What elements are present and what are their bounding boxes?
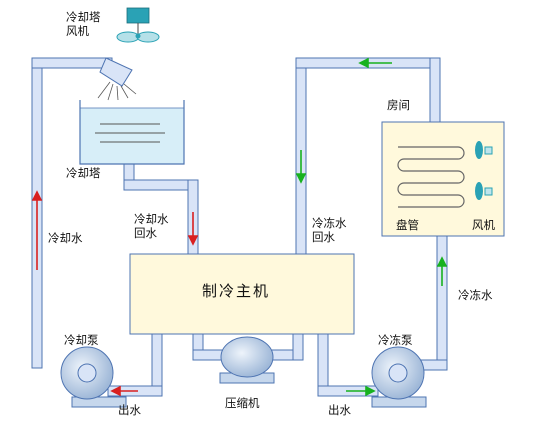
chilled-pump-icon — [371, 346, 427, 408]
chiller-unit — [129, 253, 355, 335]
outlet-left-label: 出水 — [118, 403, 141, 417]
chilled-pump-label: 冷冻泵 — [378, 333, 413, 347]
spray-nozzle-icon — [97, 57, 137, 101]
outlet-right-label: 出水 — [328, 403, 351, 417]
cooling-pump-label: 冷却泵 — [64, 333, 99, 347]
room-fan-label: 风机 — [472, 218, 495, 232]
arrow-red-left-bottom — [110, 385, 138, 397]
flow-arrows — [31, 57, 448, 397]
arrow-red-up-left — [31, 190, 43, 270]
cooling-water-label: 冷却水 — [48, 231, 83, 245]
chiller-label: 制冷主机 — [202, 282, 271, 300]
chilled-water-label: 冷冻水 — [458, 288, 493, 302]
cooling-return-label: 冷却水 回水 — [134, 212, 169, 241]
chilled-return-label: 冷冻水 回水 — [312, 216, 347, 245]
compressor-icon — [219, 336, 275, 384]
cooling-tower — [79, 100, 185, 165]
room-fan-icon — [475, 141, 493, 200]
cooling-pump-icon — [60, 346, 127, 408]
tower-fan-label-line2: 风机 — [66, 24, 89, 39]
chilled-return-label-line1: 冷冻水 — [312, 216, 347, 230]
chilled-return-label-line2: 回水 — [312, 230, 335, 245]
tower-fan-label-line1: 冷却塔 — [66, 10, 101, 24]
room-box — [381, 121, 505, 237]
room-label: 房间 — [387, 98, 410, 112]
arrow-green-right-bottom — [346, 385, 376, 397]
arrow-green-left-top — [358, 57, 392, 69]
tower-fan-label: 冷却塔 风机 — [66, 10, 101, 39]
coil-icon — [397, 146, 465, 208]
arrow-red-down-return — [187, 212, 199, 246]
arrow-green-up-right — [436, 256, 448, 286]
arrow-green-down-riser — [295, 150, 307, 184]
tower-fan-icon — [116, 7, 160, 43]
compressor-label: 压缩机 — [225, 396, 260, 410]
cooling-return-label-line1: 冷却水 — [134, 212, 169, 226]
coil-label: 盘管 — [396, 218, 419, 232]
cooling-return-label-line2: 回水 — [134, 226, 157, 241]
cooling-tower-label: 冷却塔 — [66, 166, 101, 180]
